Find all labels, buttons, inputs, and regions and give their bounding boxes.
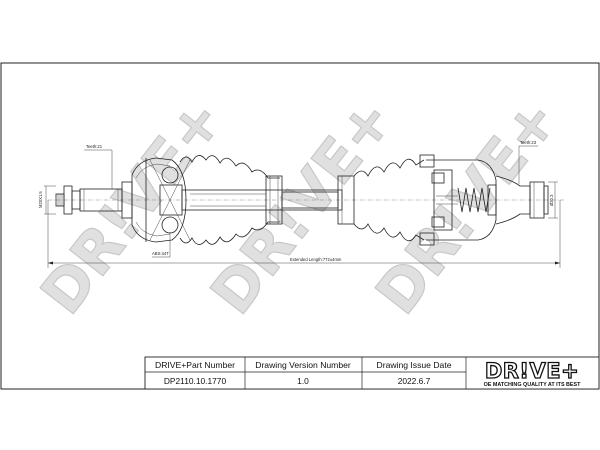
thread-left-label: M20X1.5 [38,191,43,208]
extended-length-label: Extended Length:772±4mm [290,257,342,262]
header-part-number: DRIVE+Part Number [155,360,235,370]
header-version-number: Drawing Version Number [255,360,351,370]
title-block: DRIVE+Part Number Drawing Version Number… [144,356,600,390]
brand-logo: DR!VE+ [485,359,579,383]
left-outer-stub [55,181,133,219]
spring [457,187,491,213]
value-issue-date: 2022.6.7 [398,376,431,386]
diameter-right-label: Ø30.3 [549,194,554,206]
right-inner-joint [419,154,497,246]
left-cv-joint [131,157,191,243]
value-version-number: 1.0 [297,376,309,386]
right-boot [337,158,425,242]
teeth-left-label: Teeth:21 [86,144,103,149]
dimension-lines [44,145,561,268]
value-part-number: DP2110.10.1770 [164,376,227,386]
watermark-group: DR!VE+ DR!VE+ DR!VE+ [27,85,572,327]
teeth-right-label: Teeth:23 [520,140,537,145]
left-boot [179,155,283,245]
right-outer-stub [495,175,549,225]
brand-tagline: OE MATCHING QUALITY AT ITS BEST [484,382,582,388]
abs-ring-label: ABS:44T [152,251,169,256]
header-issue-date: Drawing Issue Date [377,360,452,370]
